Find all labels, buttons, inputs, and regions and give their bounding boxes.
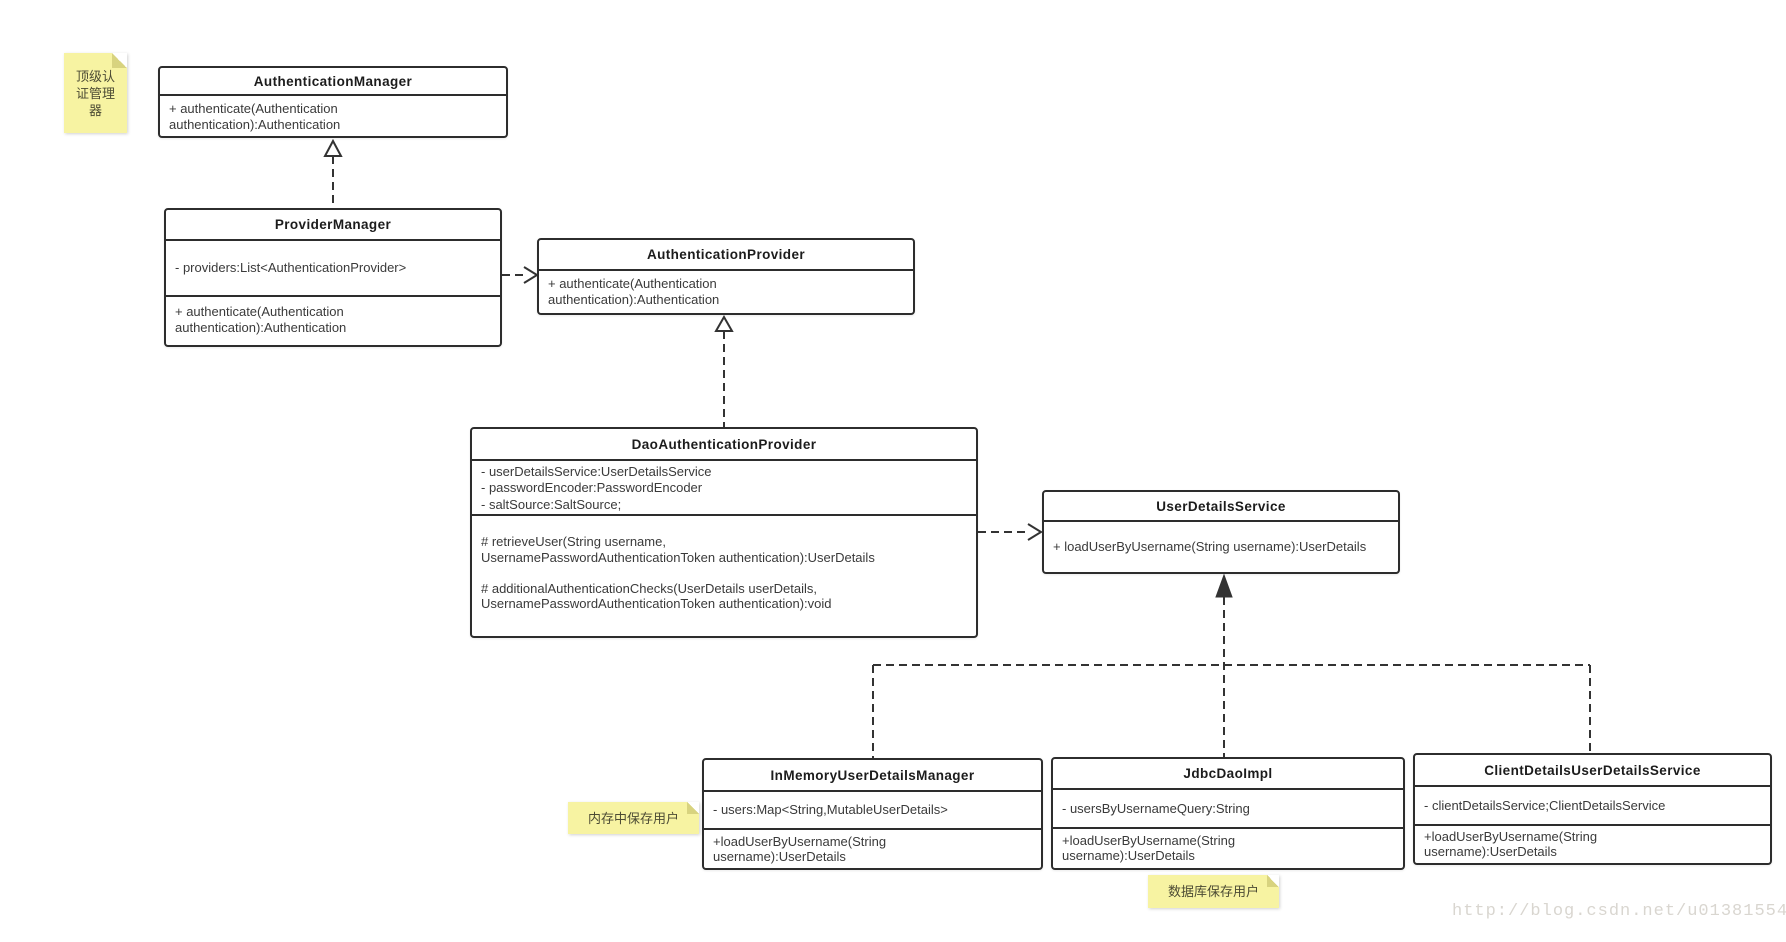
class-attributes: - users:Map<String,MutableUserDetails>: [704, 790, 1041, 828]
class-title: UserDetailsService: [1156, 498, 1286, 514]
dependency-arrowhead-authenticationprovider: [523, 266, 539, 284]
class-title: AuthenticationManager: [253, 73, 413, 89]
class-dao-authentication-provider: DaoAuthenticationProvider - userDetailsS…: [470, 427, 978, 638]
realization-arrowhead-authenticationprovider: [714, 314, 734, 332]
class-title: AuthenticationProvider: [646, 247, 806, 262]
class-title: JdbcDaoImpl: [1183, 766, 1273, 781]
class-in-memory-user-details-manager: InMemoryUserDetailsManager - users:Map<S…: [702, 758, 1043, 870]
generalization-arrowhead-userdetailsservice: [1215, 573, 1233, 598]
class-attributes: - providers:List<AuthenticationProvider>: [166, 239, 500, 295]
class-attributes: - usersByUsernameQuery:String: [1053, 788, 1403, 827]
class-methods: +loadUserByUsername(String username):Use…: [1415, 824, 1770, 863]
note-fold-corner: [1267, 875, 1279, 887]
class-user-details-service: UserDetailsService + loadUserByUsername(…: [1042, 490, 1400, 574]
sticky-note-text: 顶级认 证管理 器: [75, 68, 115, 118]
class-provider-manager: ProviderManager - providers:List<Authent…: [164, 208, 502, 347]
class-authentication-manager: AuthenticationManager + authenticate(Aut…: [158, 66, 508, 138]
class-client-details-user-details-service: ClientDetailsUserDetailsService - client…: [1413, 753, 1772, 865]
class-title: InMemoryUserDetailsManager: [770, 767, 975, 783]
class-methods: + loadUserByUsername(String username):Us…: [1044, 520, 1398, 572]
class-methods: # retrieveUser(String username, Username…: [472, 514, 976, 636]
class-jdbc-dao-impl: JdbcDaoImpl - usersByUsernameQuery:Strin…: [1051, 757, 1405, 870]
class-attributes: - userDetailsService:UserDetailsService …: [472, 459, 976, 514]
sticky-note-text: 数据库保存用户: [1167, 884, 1259, 899]
class-methods: +loadUserByUsername(String username):Use…: [704, 828, 1041, 868]
class-methods: + authenticate(Authentication authentica…: [166, 295, 500, 345]
sticky-note-in-memory: 内存中保存用户: [568, 802, 699, 834]
dependency-arrowhead-userdetailsservice: [1027, 523, 1043, 541]
class-attributes: - clientDetailsService;ClientDetailsServ…: [1415, 785, 1770, 824]
class-methods: + authenticate(Authentication authentica…: [539, 269, 913, 313]
class-title: ClientDetailsUserDetailsService: [1484, 762, 1701, 778]
class-title: ProviderManager: [274, 217, 392, 232]
sticky-note-text: 内存中保存用户: [587, 810, 679, 826]
class-title: DaoAuthenticationProvider: [631, 436, 817, 452]
class-authentication-provider: AuthenticationProvider + authenticate(Au…: [537, 238, 915, 315]
note-fold-corner: [687, 802, 699, 814]
class-methods: +loadUserByUsername(String username):Use…: [1053, 827, 1403, 868]
note-fold-corner: [112, 53, 127, 68]
watermark-url: http://blog.csdn.net/u013815546: [1452, 902, 1786, 921]
sticky-note-top-manager: 顶级认 证管理 器: [64, 53, 127, 133]
class-methods: + authenticate(Authentication authentica…: [160, 94, 506, 136]
sticky-note-database: 数据库保存用户: [1148, 875, 1279, 908]
realization-arrowhead-authenticationmanager: [323, 138, 343, 157]
